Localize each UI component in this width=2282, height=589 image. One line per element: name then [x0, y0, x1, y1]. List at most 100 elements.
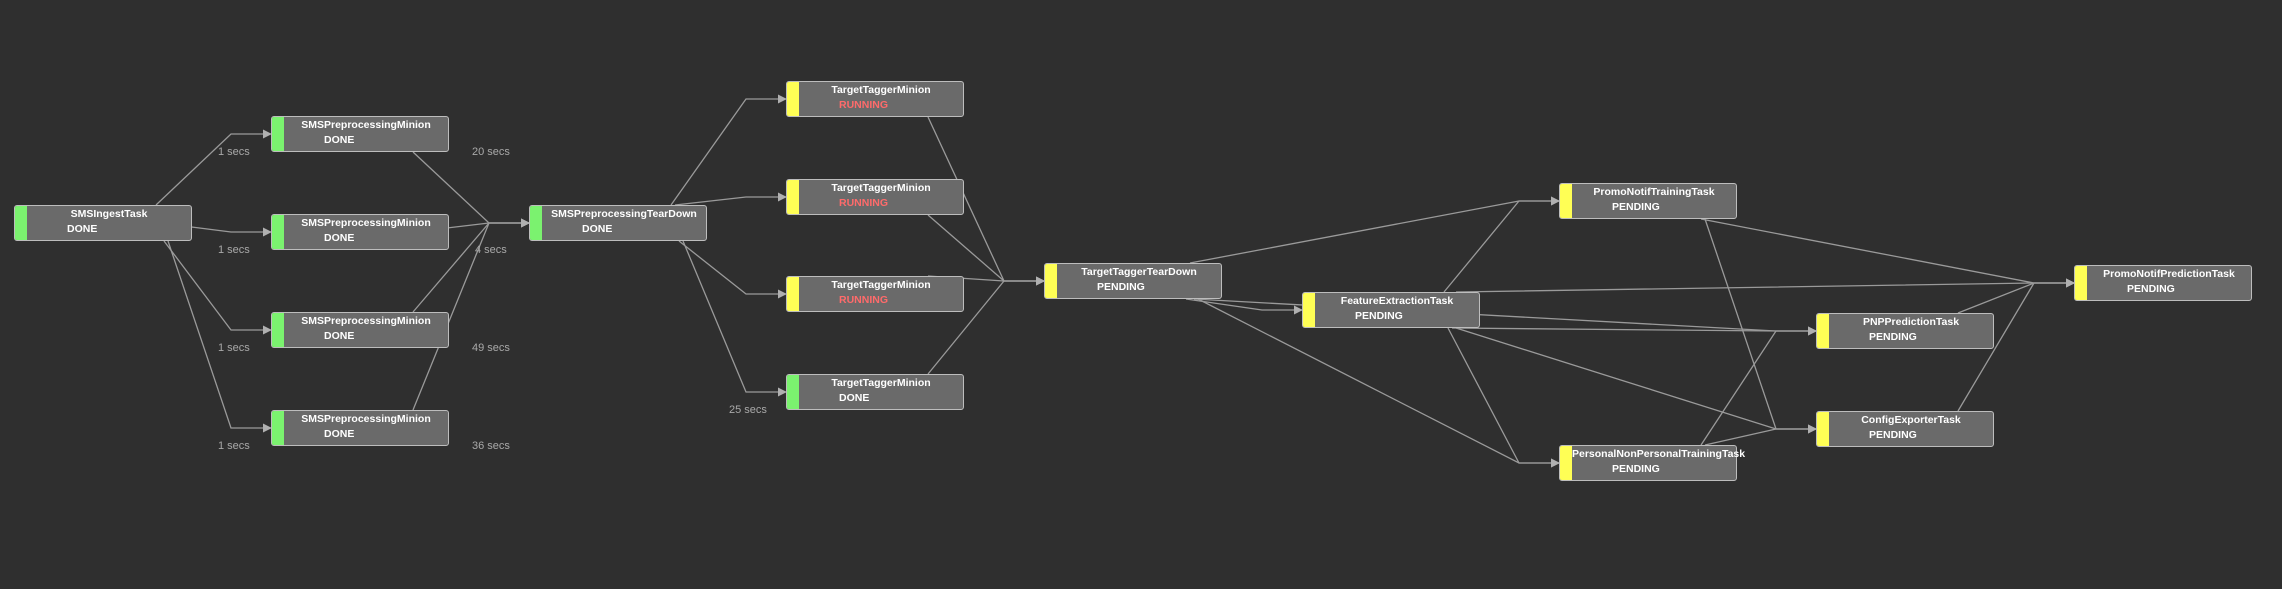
task-node-target-tagger-4[interactable]: TargetTaggerMinion DONE	[786, 374, 964, 410]
status-indicator	[1560, 446, 1572, 480]
task-status: PENDING	[1869, 429, 1917, 441]
dag-edge-sms_pre_teardown-to-tt_2	[674, 192, 787, 206]
task-node-config-exporter[interactable]: ConfigExporterTask PENDING	[1816, 411, 1994, 447]
task-status: RUNNING	[839, 99, 888, 111]
dag-edge-sms_pre_1-to-sms_pre_teardown	[412, 151, 530, 228]
dag-edge-sms_ingest-to-sms_pre_1	[155, 129, 272, 206]
task-status: DONE	[839, 392, 870, 404]
task-name: SMSPreprocessingMinion	[301, 413, 431, 425]
dag-edge-sms_pre_teardown-to-tt_4	[682, 240, 787, 397]
dag-edge-feature_extraction-to-pnp_prediction	[1451, 326, 1817, 336]
task-node-target-tagger-2[interactable]: TargetTaggerMinion RUNNING	[786, 179, 964, 215]
status-indicator	[272, 411, 284, 445]
dag-edge-sms_ingest-to-sms_pre_3	[163, 240, 272, 335]
duration-label: 20 secs	[472, 146, 510, 158]
task-node-sms-preprocessing-3[interactable]: SMSPreprocessingMinion DONE	[271, 312, 449, 348]
duration-label: 49 secs	[472, 342, 510, 354]
status-indicator	[1817, 314, 1829, 348]
status-indicator	[272, 117, 284, 151]
dag-edge-pnp_training-to-pnp_prediction	[1700, 326, 1817, 446]
duration-label: 4 secs	[475, 244, 507, 256]
task-name: ConfigExporterTask	[1861, 414, 1961, 426]
task-status: PENDING	[1355, 310, 1403, 322]
task-node-sms-preprocessing-2[interactable]: SMSPreprocessingMinion DONE	[271, 214, 449, 250]
task-name: TargetTaggerMinion	[831, 377, 931, 389]
task-status: DONE	[582, 223, 613, 235]
task-name: PNPPredictionTask	[1862, 316, 1960, 328]
task-node-target-tagger-3[interactable]: TargetTaggerMinion RUNNING	[786, 276, 964, 312]
task-node-personal-non-personal-training[interactable]: PersonalNonPersonalTrainingTask PENDING	[1559, 445, 1746, 481]
status-indicator	[2075, 266, 2087, 300]
task-status: PENDING	[1869, 331, 1917, 343]
dag-edge-sms_ingest-to-sms_pre_4	[167, 240, 272, 433]
task-node-feature-extraction[interactable]: FeatureExtractionTask PENDING	[1302, 292, 1480, 328]
task-name: TargetTaggerMinion	[831, 279, 931, 291]
dag-edge-tt_4-to-tt_teardown	[927, 276, 1045, 375]
status-indicator	[272, 215, 284, 249]
status-indicator	[787, 180, 799, 214]
task-name: SMSIngestTask	[70, 208, 148, 220]
task-node-sms-preprocessing-1[interactable]: SMSPreprocessingMinion DONE	[271, 116, 449, 152]
status-indicator	[272, 313, 284, 347]
status-indicator	[1303, 293, 1315, 327]
task-status: PENDING	[1612, 463, 1660, 475]
dag-edge-sms_pre_teardown-to-tt_3	[678, 240, 787, 299]
dag-edge-feature_extraction-to-promo_prediction	[1455, 278, 2075, 293]
task-node-promo-notif-prediction[interactable]: PromoNotifPredictionTask PENDING	[2074, 265, 2252, 301]
task-name: SMSPreprocessingMinion	[301, 119, 431, 131]
dag-edge-tt_2-to-tt_teardown	[927, 214, 1045, 286]
task-name: SMSPreprocessingMinion	[301, 217, 431, 229]
task-status: DONE	[67, 223, 98, 235]
status-indicator	[15, 206, 27, 240]
dag-edge-config_exporter-to-promo_prediction	[1957, 278, 2075, 412]
duration-label: 1 secs	[218, 342, 250, 354]
task-name: TargetTaggerMinion	[831, 182, 931, 194]
dag-edge-sms_pre_teardown-to-tt_1	[670, 94, 787, 206]
dag-edge-feature_extraction-to-pnp_training	[1447, 327, 1560, 468]
task-status: DONE	[324, 134, 355, 146]
dag-edge-tt_teardown-to-feature_extraction	[1185, 298, 1303, 315]
dag-edge-tt_teardown-to-promo_training	[1189, 196, 1560, 264]
task-node-pnp-prediction[interactable]: PNPPredictionTask PENDING	[1816, 313, 1994, 349]
status-indicator	[1045, 264, 1057, 298]
task-name: PromoNotifPredictionTask	[2103, 268, 2235, 280]
dag-edge-pnp_training-to-config_exporter	[1704, 424, 1817, 446]
dag-edge-tt_teardown-to-pnp_prediction	[1193, 298, 1817, 336]
duration-label: 25 secs	[729, 404, 767, 416]
duration-label: 1 secs	[218, 440, 250, 452]
duration-label: 1 secs	[218, 146, 250, 158]
dag-edge-promo_training-to-config_exporter	[1704, 218, 1817, 434]
task-status: PENDING	[1612, 201, 1660, 213]
status-indicator	[787, 375, 799, 409]
task-node-target-tagger-teardown[interactable]: TargetTaggerTearDown PENDING	[1044, 263, 1222, 299]
task-status: RUNNING	[839, 197, 888, 209]
task-name: TargetTaggerMinion	[831, 84, 931, 96]
task-status: PENDING	[1097, 281, 1145, 293]
status-indicator	[787, 82, 799, 116]
task-node-sms-preprocessing-teardown[interactable]: SMSPreprocessingTearDown DONE	[529, 205, 707, 241]
task-name: TargetTaggerTearDown	[1081, 266, 1197, 278]
status-indicator	[1817, 412, 1829, 446]
task-status: PENDING	[2127, 283, 2175, 295]
duration-label: 36 secs	[472, 440, 510, 452]
task-name: SMSPreprocessingTearDown	[551, 208, 697, 220]
dag-edge-feature_extraction-to-config_exporter	[1455, 327, 1817, 434]
task-name: PromoNotifTrainingTask	[1593, 186, 1715, 198]
task-node-sms-preprocessing-4[interactable]: SMSPreprocessingMinion DONE	[271, 410, 449, 446]
task-node-sms-ingest[interactable]: SMSIngestTask DONE	[14, 205, 192, 241]
task-status: DONE	[324, 330, 355, 342]
dag-edge-promo_training-to-promo_prediction	[1700, 218, 2075, 288]
task-node-promo-notif-training[interactable]: PromoNotifTrainingTask PENDING	[1559, 183, 1737, 219]
task-status: RUNNING	[839, 294, 888, 306]
task-name: SMSPreprocessingMinion	[301, 315, 431, 327]
status-indicator	[530, 206, 542, 240]
task-node-target-tagger-1[interactable]: TargetTaggerMinion RUNNING	[786, 81, 964, 117]
dag-edge-pnp_prediction-to-promo_prediction	[1957, 278, 2075, 314]
status-indicator	[1560, 184, 1572, 218]
task-name: PersonalNonPersonalTrainingTask	[1572, 448, 1746, 460]
duration-label: 1 secs	[218, 244, 250, 256]
task-name: FeatureExtractionTask	[1340, 295, 1454, 307]
task-status: DONE	[324, 232, 355, 244]
dag-edge-feature_extraction-to-promo_training	[1443, 196, 1560, 293]
status-indicator	[787, 277, 799, 311]
